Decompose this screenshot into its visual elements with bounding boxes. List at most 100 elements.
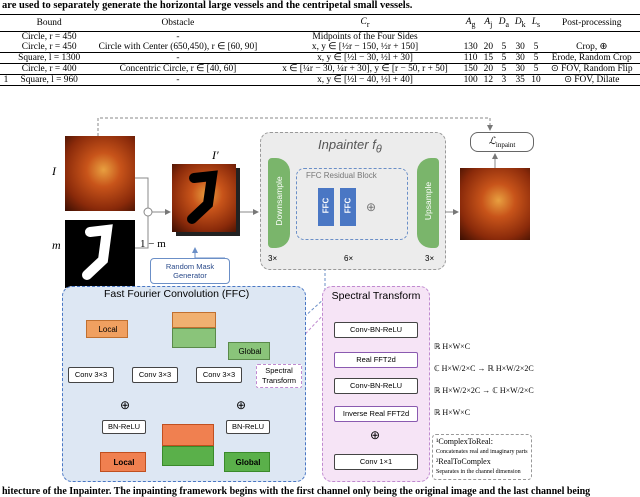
cell-idx	[0, 64, 12, 75]
legend-1: ¹ComplexToReal:	[436, 437, 493, 446]
upsample-block: Upsample	[417, 158, 439, 248]
diagram: I m 1 − m I′ Random Mask Generator Inpai…	[0, 108, 640, 486]
table-row: Circle, r = 450-Midpoints of the Four Si…	[0, 31, 640, 43]
cell-idx	[0, 42, 12, 53]
label-m: m	[52, 238, 61, 252]
cell-ls: 10	[531, 75, 541, 85]
cell-idx: 1	[3, 75, 9, 85]
local-in: Local	[86, 320, 128, 338]
cell-post: Crop, ⊕	[576, 42, 608, 52]
cell-aj: 12	[483, 75, 493, 85]
params-table: Bound Obstacle Cr Ag Aj Da Dk Ls Post-pr…	[0, 14, 640, 86]
label-one-minus-m: 1 − m	[140, 238, 166, 250]
legend-box: ¹ComplexToReal: Concatenates real and im…	[432, 434, 532, 480]
table-header-row: Bound Obstacle Cr Ag Aj Da Dk Ls Post-pr…	[0, 14, 640, 32]
cell-da: 5	[501, 53, 507, 63]
inpainter-title: Inpainter fθ	[318, 137, 382, 156]
math-line-2: ℂ H×W/2×C → ℝ H×W/2×2C	[434, 364, 534, 373]
cell-cr: x ∈ [¼r − 30, ¼r + 30], y ∈ [r − 50, r +…	[282, 64, 448, 74]
cell-dk: 30	[515, 42, 525, 52]
cell-ls: 5	[533, 42, 539, 52]
cell-cr: x, y ∈ [½r − 150, ½r + 150]	[311, 42, 419, 52]
cell-idx	[0, 53, 12, 64]
local-in-label: Local	[98, 325, 118, 334]
upsample-label: Upsample	[423, 181, 433, 221]
cell-ls: 5	[533, 64, 539, 74]
cell-bound: Circle, r = 450	[21, 42, 77, 52]
mask-image	[65, 220, 135, 288]
global-in: Global	[228, 342, 270, 360]
cell-aj: 15	[483, 53, 493, 63]
cell-da: 5	[501, 64, 507, 74]
cell-cr: x, y ∈ [½l − 40, ½l + 40]	[317, 75, 413, 85]
th-obstacle: Obstacle	[161, 18, 195, 28]
global-out: Global	[224, 452, 270, 472]
math-line-3: ℝ H×W/2×2C → ℂ H×W/2×C	[434, 386, 534, 395]
conv-ll: Conv 3×3	[68, 367, 114, 383]
add-right-icon: ⊕	[236, 398, 247, 412]
add-left-icon: ⊕	[120, 398, 131, 412]
st-step-4: Inverse Real FFT2d	[334, 406, 418, 422]
label-i-prime: I′	[212, 148, 219, 162]
st-step-2: Real FFT2d	[334, 352, 418, 368]
ffc-unit-2-label: FFC	[343, 197, 353, 214]
bn-relu-right: BN-ReLU	[226, 420, 270, 434]
label-i: I	[52, 164, 56, 178]
downsample-block: Downsample	[268, 158, 290, 248]
cell-dk: 30	[515, 53, 525, 63]
cell-cr: Midpoints of the Four Sides	[312, 32, 418, 42]
st-step-1: Conv-BN-ReLU	[334, 322, 418, 338]
math-line-4: ℝ H×W×C	[434, 408, 471, 417]
local-out: Local	[100, 452, 146, 472]
th-cr: Cr	[360, 16, 370, 29]
cell-aj: 20	[483, 64, 493, 74]
cell-obstacle: -	[176, 75, 180, 85]
cell-aj: 20	[483, 42, 493, 52]
th-aj: Aj	[484, 16, 493, 29]
cell-obstacle: -	[176, 53, 180, 63]
cell-post: Erode, Random Crop	[551, 53, 632, 63]
caption-bottom: hitecture of the Inpainter. The inpainti…	[2, 486, 591, 497]
tensor-out-bottom	[162, 446, 214, 466]
cell-dk: 35	[515, 75, 525, 85]
loss-box: ℒinpaint	[470, 132, 534, 152]
cell-dk	[512, 32, 529, 43]
tensor-bottom	[172, 328, 216, 348]
cell-aj	[481, 32, 496, 43]
cell-da: 5	[501, 42, 507, 52]
legend-2: Concatenates real and imaginary parts	[436, 449, 528, 455]
cell-ag: 100	[463, 75, 478, 85]
legend-3: ²RealToComplex	[436, 457, 491, 466]
rep-up: 3×	[425, 254, 435, 263]
caption-top: are used to separately generate the hori…	[2, 0, 413, 11]
cell-cr: x, y ∈ [½l − 30, ½l + 30]	[317, 53, 413, 63]
downsample-label: Downsample	[274, 176, 284, 226]
cell-post: ⊙ FOV, Dilate	[564, 75, 620, 85]
cell-bound: Square, l = 1300	[18, 53, 81, 63]
cell-obstacle: Concentric Circle, r ∈ [40, 60]	[119, 64, 237, 74]
table-row: Circle, r = 450 Circle with Center (650,4…	[0, 42, 640, 53]
spectral-detail-title: Spectral Transform	[331, 290, 421, 302]
cell-obstacle: -	[176, 32, 180, 42]
cell-ag: 130	[463, 42, 478, 52]
tensor-out-top	[162, 424, 214, 446]
cell-post	[543, 32, 640, 43]
cell-post: ⊙ FOV, Random Flip	[550, 64, 633, 74]
bn-relu-left: BN-ReLU	[102, 420, 146, 434]
ffc-unit-1-label: FFC	[321, 197, 331, 214]
st-step-5: Conv 1×1	[334, 454, 418, 470]
ffc-detail-title: Fast Fourier Convolution (FFC)	[104, 288, 250, 300]
th-dk: Dk	[514, 16, 526, 29]
cell-bound: Square, l = 960	[20, 75, 78, 85]
cell-ag: 110	[463, 53, 478, 63]
conv-gl: Conv 3×3	[196, 367, 242, 383]
rep-mid: 6×	[344, 254, 354, 263]
th-bound: Bound	[36, 18, 62, 28]
cell-obstacle: Circle with Center (650,450), r ∈ [60, 9…	[98, 42, 258, 52]
cell-bound: Circle, r = 400	[21, 64, 77, 74]
cell-ag: 150	[463, 64, 478, 74]
cell-da	[496, 32, 512, 43]
th-post: Post-processing	[562, 18, 622, 28]
ffc-residual-title: FFC Residual Block	[306, 171, 377, 180]
cell-ls: 5	[533, 53, 539, 63]
